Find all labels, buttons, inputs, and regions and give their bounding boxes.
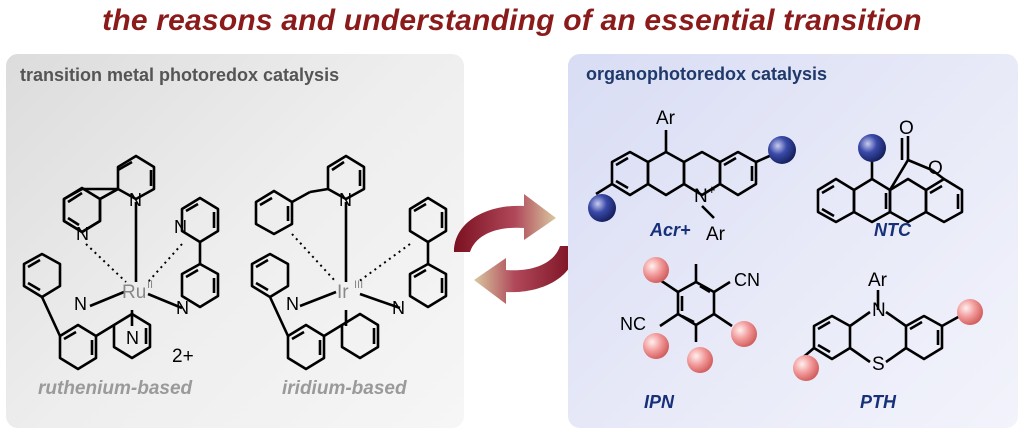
ruthenium-oxidation-state: II <box>147 279 153 291</box>
iridium-oxidation-state: III <box>354 279 363 291</box>
ipn-caption: IPN <box>644 392 675 412</box>
pth-ar-label: Ar <box>868 270 888 291</box>
svg-text:N: N <box>339 190 352 210</box>
ipn-nc-label: NC <box>620 314 646 334</box>
ntc-caption: NTC <box>874 220 911 240</box>
acr-ar-top: Ar <box>656 108 676 129</box>
svg-text:N: N <box>872 300 886 321</box>
ntc-ring-o: O <box>928 158 943 179</box>
iridium-complex-structure: N N N Ir III <box>250 154 448 371</box>
reverse-arrow <box>474 246 576 304</box>
acr-blue-sphere-left <box>588 194 616 222</box>
organophotoredox-heading: organophotoredox catalysis <box>586 64 828 84</box>
svg-text:N: N <box>129 190 142 210</box>
page-title: the reasons and understanding of an esse… <box>102 4 922 37</box>
iridium-caption: iridium-based <box>282 378 407 399</box>
ipn-pink-sphere-2 <box>643 333 669 359</box>
ipn-pink-sphere-4 <box>731 321 757 347</box>
svg-text:N: N <box>694 186 708 207</box>
svg-text:N: N <box>126 328 139 348</box>
svg-text:N: N <box>174 217 187 237</box>
pth-caption: PTH <box>860 392 896 412</box>
ruthenium-complex-structure: N N N N N N Ru II 2+ <box>22 154 220 371</box>
svg-text:N: N <box>392 298 405 318</box>
ntc-structure: O O <box>816 118 964 224</box>
svg-text:+: + <box>708 182 716 197</box>
acr-blue-sphere-right <box>768 136 796 164</box>
svg-text:N: N <box>286 294 299 314</box>
transition-metal-panel: transition metal photoredox catalysis <box>6 54 464 428</box>
ntc-carbonyl-o: O <box>899 118 914 139</box>
pth-pink-sphere-right <box>957 299 983 325</box>
iridium-metal-label: Ir <box>337 282 349 303</box>
pth-structure: Ar N S <box>793 270 983 381</box>
acr-structure: Ar N + Ar <box>588 108 796 245</box>
svg-text:N: N <box>176 298 189 318</box>
ipn-pink-sphere-1 <box>643 257 669 283</box>
svg-text:N: N <box>74 294 87 314</box>
svg-text:N: N <box>76 224 89 244</box>
transition-metal-heading: transition metal photoredox catalysis <box>20 65 340 85</box>
acr-ar-bottom: Ar <box>706 224 726 245</box>
ruthenium-charge: 2+ <box>172 346 194 367</box>
ipn-pink-sphere-3 <box>687 347 713 373</box>
ruthenium-metal-label: Ru <box>122 282 146 303</box>
forward-arrow <box>454 194 556 252</box>
organophotoredox-panel: organophotoredox catalysis <box>568 54 1018 428</box>
transition-cycle-arrows <box>454 194 576 304</box>
svg-text:S: S <box>872 354 885 375</box>
pth-pink-sphere-left <box>793 355 819 381</box>
acr-caption: Acr+ <box>650 220 691 240</box>
ipn-cn-label: CN <box>734 270 760 290</box>
ruthenium-caption: ruthenium-based <box>38 378 193 399</box>
ntc-blue-sphere <box>858 134 886 162</box>
ipn-structure: NC CN <box>620 257 760 373</box>
